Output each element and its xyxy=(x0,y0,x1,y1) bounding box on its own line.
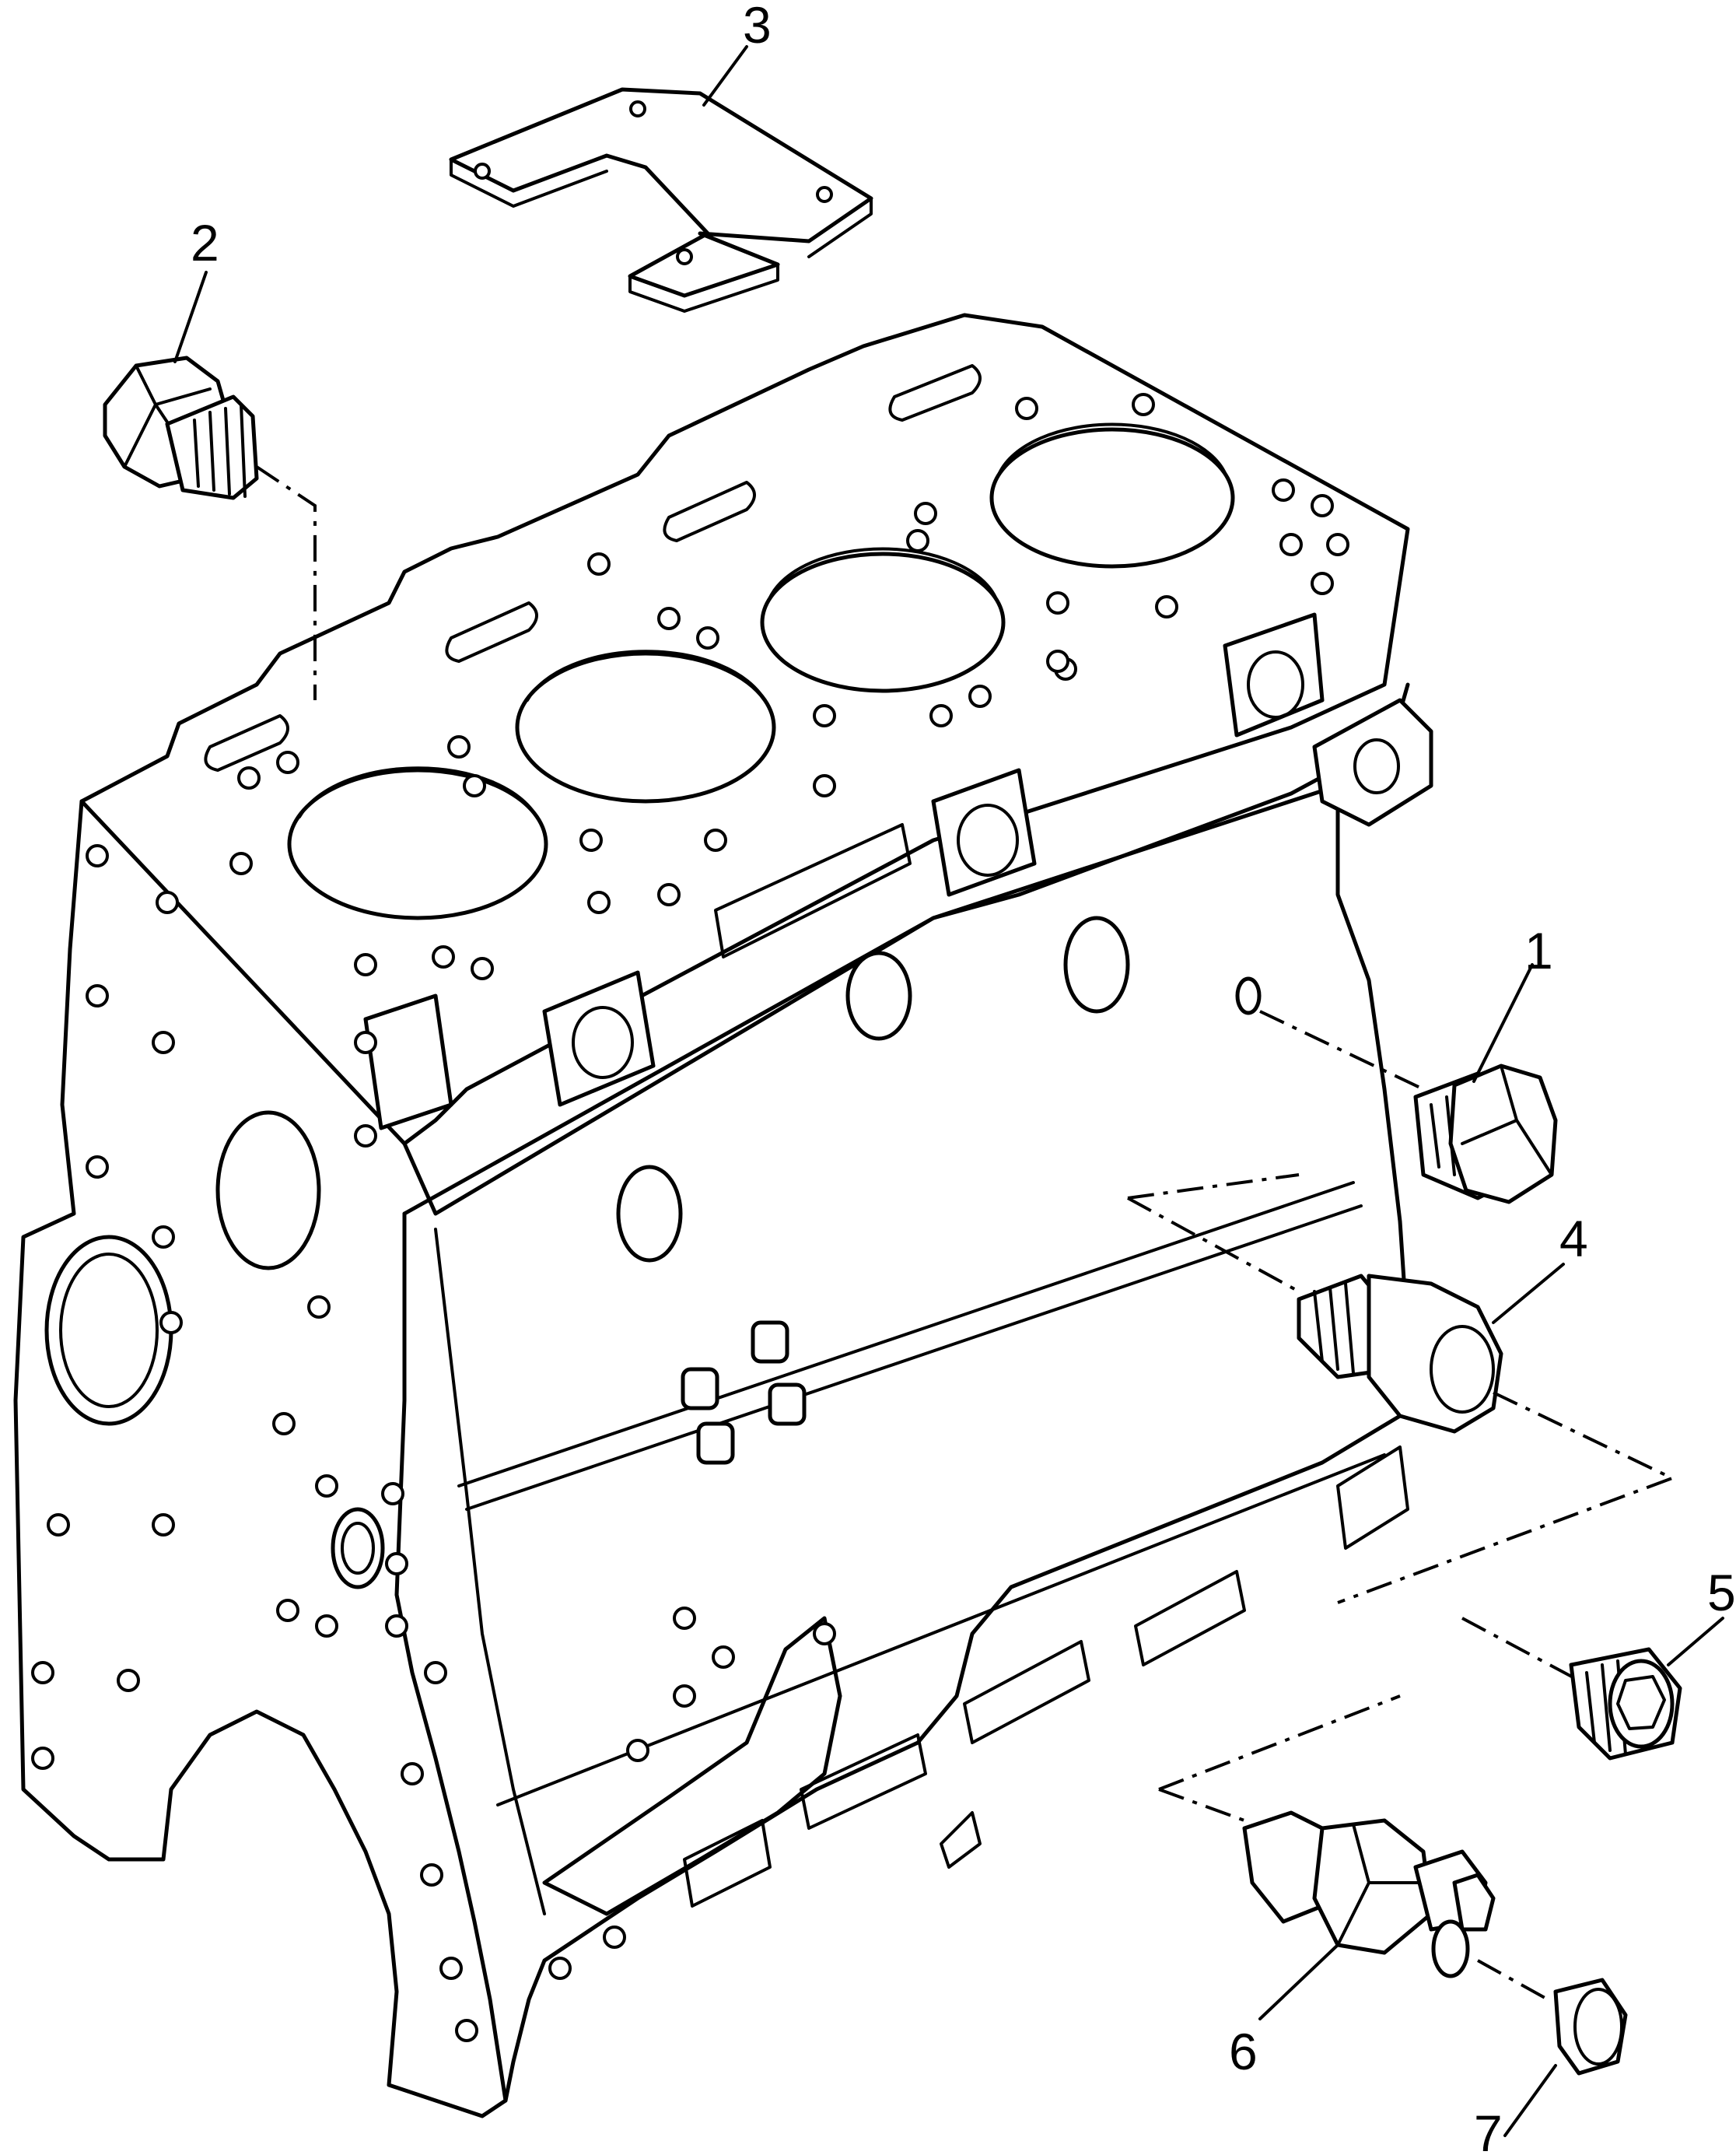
callout-2: 2 xyxy=(191,214,219,272)
callout-labels: 1 2 3 4 5 6 7 xyxy=(191,0,1736,2155)
block-bosses xyxy=(363,612,1433,1130)
callout-5: 5 xyxy=(1707,1564,1736,1621)
camshaft-bore xyxy=(215,1110,321,1270)
bore-1-step xyxy=(298,766,538,818)
bore-2 xyxy=(515,651,776,804)
bore-2-step xyxy=(526,650,766,702)
deck-coolant-slots xyxy=(204,364,982,772)
bore-4-step xyxy=(998,422,1227,475)
part-1-hex-plug xyxy=(1259,1010,1558,1204)
block-oil-gallery-rail xyxy=(542,1616,842,1916)
part-4-adapter-fitting xyxy=(1127,1173,1677,1604)
crankshaft-bore xyxy=(44,1235,173,1426)
leader-lines xyxy=(173,45,1724,2137)
bore-4 xyxy=(989,427,1235,569)
part-7-cap xyxy=(1553,1978,1628,2076)
callout-4: 4 xyxy=(1559,1210,1588,1267)
part-5-socket-plug xyxy=(1461,1617,1682,1761)
part-2-hex-plug xyxy=(103,356,317,700)
block-inner-edge xyxy=(434,1228,546,1915)
block-rail-upper xyxy=(457,1181,1355,1487)
bore-1 xyxy=(287,768,548,920)
callout-1: 1 xyxy=(1524,922,1553,979)
block-left-face xyxy=(13,799,508,2118)
callout-6: 6 xyxy=(1229,2023,1258,2080)
bore-3 xyxy=(760,552,1006,693)
part-3-cover-plate xyxy=(449,87,873,313)
bore-3-step xyxy=(768,547,997,599)
part-6-pressure-sender xyxy=(1158,1694,1549,2001)
block-rail-lower xyxy=(465,1204,1363,1511)
callout-7: 7 xyxy=(1474,2104,1503,2155)
deck-bolt-holes xyxy=(229,393,1349,980)
block-face-details xyxy=(31,844,1409,2042)
cylinder-bores xyxy=(287,422,1235,920)
callout-3: 3 xyxy=(743,0,772,54)
block-front-face xyxy=(402,783,1410,2103)
